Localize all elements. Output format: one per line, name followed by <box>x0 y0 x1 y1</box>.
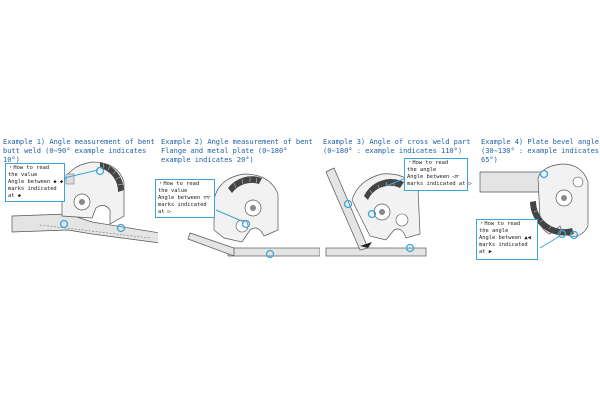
example-3-title: Example 3) Angle of cross weld part (0∼1… <box>323 138 471 155</box>
example-2-figure <box>187 173 320 259</box>
pivot-center <box>250 205 256 211</box>
bent-workpiece <box>11 213 158 244</box>
example-3-figure <box>325 167 427 257</box>
callout-circle <box>265 249 275 259</box>
example-3-panel: Example 3) Angle of cross weld part (0∼1… <box>320 138 478 278</box>
weld-axis-line <box>39 224 151 239</box>
callout-leader <box>385 177 407 187</box>
base-plate <box>325 247 427 257</box>
pivot-center <box>79 199 85 205</box>
example-2-note: ・How to read the value Angle between ▽▽ … <box>155 179 215 218</box>
example-4-title: Example 4) Plate bevel angle (30∼130° : … <box>481 138 600 164</box>
callout-leader <box>539 235 561 249</box>
pivot-center <box>379 209 385 215</box>
bent-flange <box>187 232 235 257</box>
gauge-slot <box>65 173 75 185</box>
dial-scale <box>530 201 574 236</box>
example-2-title: Example 2) Angle measurement of bent Fla… <box>161 138 313 164</box>
example-1-panel: Example 1) Angle measurement of bent but… <box>0 138 158 278</box>
pivot-center <box>561 195 567 201</box>
dial-scale <box>100 162 124 192</box>
example-1-note: ・How to read the value Angle between ◆ ◆… <box>5 163 65 202</box>
example-4-panel: Example 4) Plate bevel angle (30∼130° : … <box>476 138 600 278</box>
example-1-title: Example 1) Angle measurement of bent but… <box>3 138 155 164</box>
callout-circle <box>405 243 415 253</box>
lock-knob <box>572 176 584 188</box>
callout-leader <box>63 169 99 179</box>
dial-scale <box>228 176 262 193</box>
example-2-panel: Example 2) Angle measurement of bent Fla… <box>155 138 320 278</box>
callout-circle <box>241 219 251 229</box>
example-4-figure <box>479 163 589 249</box>
scale-ticks <box>533 209 562 235</box>
callout-circle <box>539 169 549 179</box>
scale-ticks <box>102 162 124 186</box>
callout-circle <box>557 229 567 239</box>
callout-circle <box>367 209 377 219</box>
lock-knob <box>235 219 249 233</box>
example-4-note: ・How to read the angle Angle between ▲◀ … <box>476 219 538 260</box>
weld-bead <box>360 242 372 248</box>
callout-circle <box>59 219 69 229</box>
callout-circle <box>116 223 126 233</box>
lock-knob <box>395 213 409 227</box>
example-1-figure <box>11 161 158 244</box>
callout-circle <box>343 199 353 209</box>
scale-ticks <box>233 177 258 189</box>
example-3-note: ・How to read the angle Angle between ◁▽ … <box>404 158 472 191</box>
callout-circle <box>569 230 579 240</box>
callout-leader <box>215 209 245 223</box>
callout-circle <box>95 166 105 176</box>
